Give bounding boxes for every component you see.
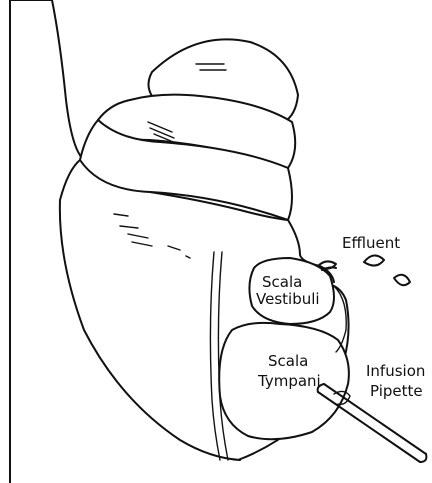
label-scala-vestibuli-2: Vestibuli: [256, 290, 320, 308]
label-infusion-1: Infusion: [366, 362, 425, 380]
label-scala-tympani-2: Tympani: [257, 372, 321, 390]
label-scala-tympani-1: Scala: [268, 352, 308, 370]
label-scala-vestibuli-1: Scala: [262, 273, 302, 291]
label-effluent: Effluent: [342, 234, 400, 252]
bone-wall: [10, 0, 84, 483]
label-infusion-2: Pipette: [370, 382, 423, 400]
